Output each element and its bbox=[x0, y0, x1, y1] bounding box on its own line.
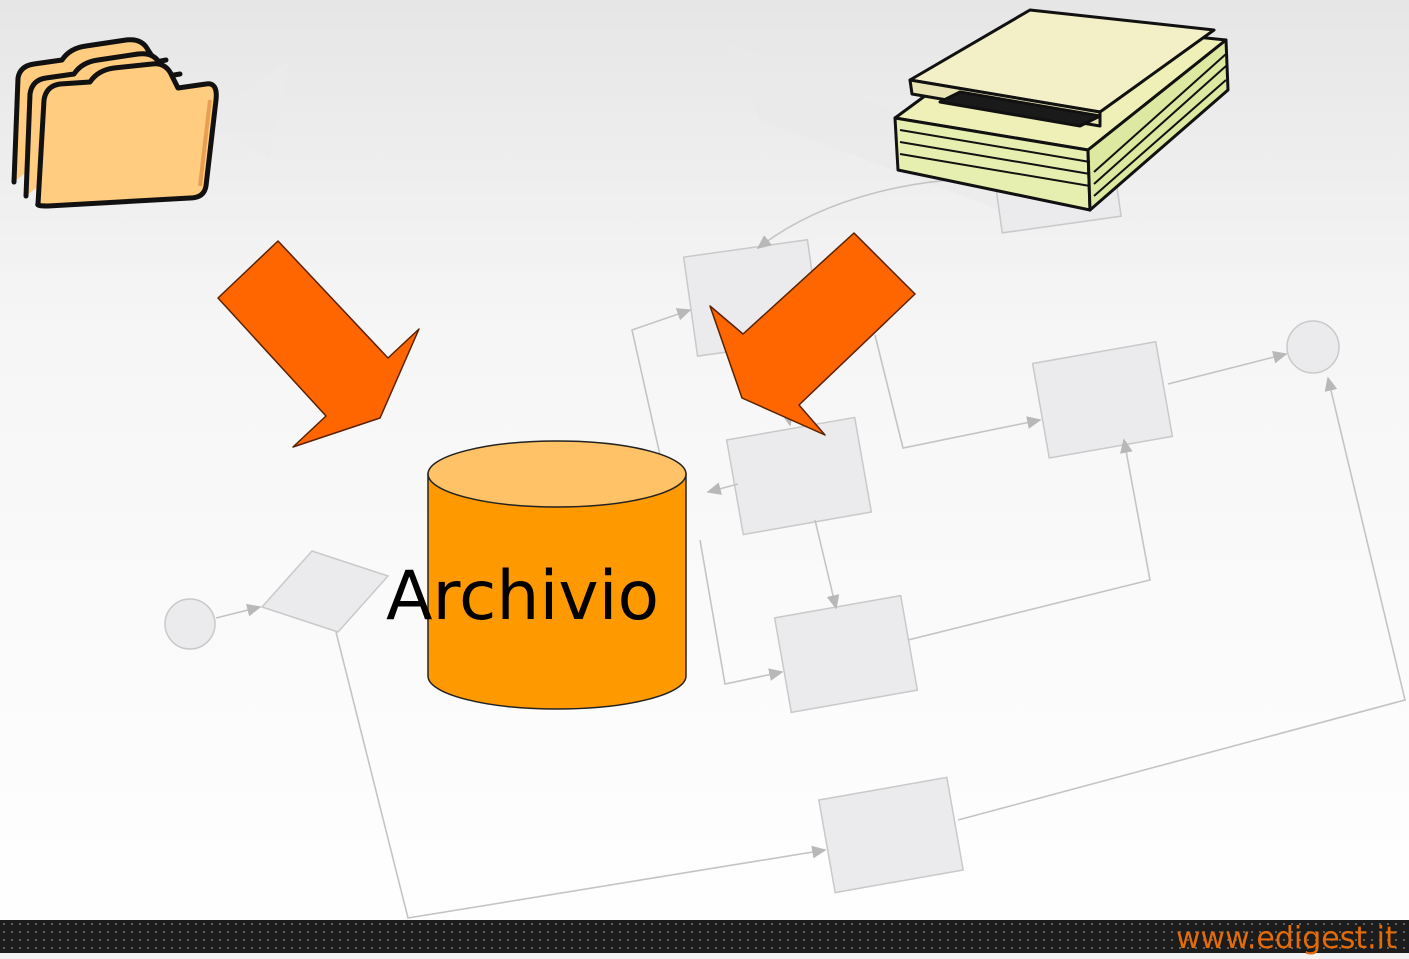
arrow-from-scanner bbox=[709, 232, 916, 436]
flow-connector bbox=[699, 539, 784, 685]
arrow-from-folder bbox=[217, 240, 420, 448]
flow-connector bbox=[1167, 350, 1288, 385]
flow-start-node bbox=[164, 598, 216, 650]
database-top bbox=[427, 440, 687, 508]
flow-decision-node bbox=[260, 550, 390, 633]
flow-connector bbox=[814, 519, 840, 610]
flow-process-node bbox=[725, 416, 873, 536]
flow-connector bbox=[907, 438, 1151, 641]
background-streak bbox=[200, 60, 290, 160]
flow-connector bbox=[706, 482, 739, 495]
flow-connector bbox=[957, 376, 1406, 821]
footer-url[interactable]: www.edigest.it bbox=[1176, 921, 1397, 956]
footer-bar bbox=[0, 920, 1409, 953]
database-label: Archivio bbox=[386, 557, 660, 636]
flow-end-node bbox=[1286, 320, 1340, 374]
flow-connector bbox=[874, 334, 1042, 449]
flow-connector bbox=[631, 308, 692, 456]
flow-process-node bbox=[1031, 340, 1174, 459]
flow-connector bbox=[335, 631, 827, 919]
flow-connector bbox=[215, 603, 262, 619]
flow-process-node bbox=[817, 776, 965, 894]
database-body bbox=[427, 473, 687, 710]
